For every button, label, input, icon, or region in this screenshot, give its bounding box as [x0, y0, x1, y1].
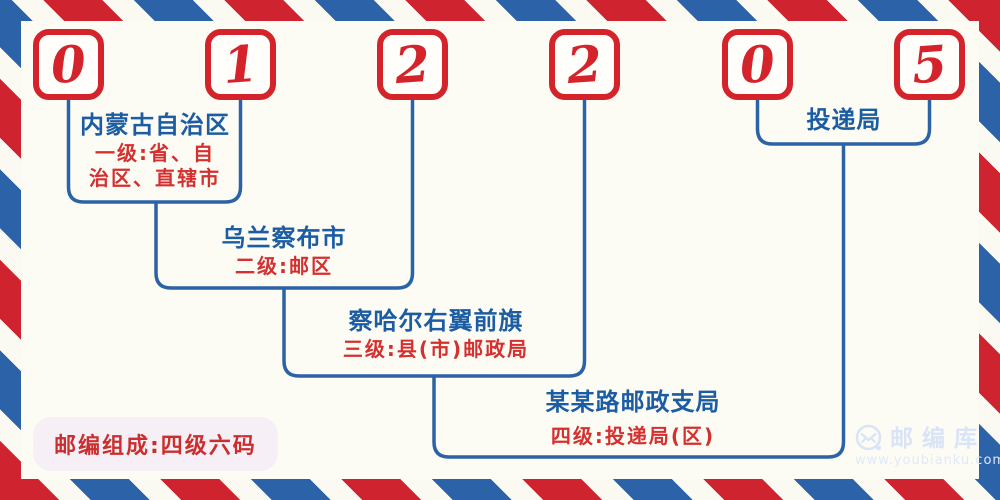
postcode-digit: 2	[393, 33, 432, 95]
postcode-digit-box-6: 5	[894, 29, 965, 100]
postcode-digit-box-4: 2	[549, 29, 620, 100]
postcode-digit-box-3: 2	[377, 29, 448, 100]
envelope-circle-icon	[855, 424, 882, 451]
postcode-digit-box-5: 0	[722, 29, 793, 100]
watermark-brand: 邮编库	[890, 425, 986, 452]
site-watermark: 邮编库 www.youbianku.com	[855, 424, 1000, 468]
postcode-composition-badge: 邮编组成:四级六码	[33, 417, 278, 471]
postcode-digit: 5	[910, 33, 949, 95]
composition-note: 邮编组成:四级六码	[54, 434, 257, 459]
postcode-digit-box-2: 1	[205, 29, 276, 100]
canvas-background	[21, 21, 979, 479]
branch-office-name: 某某路邮政支局	[545, 388, 721, 416]
postcode-digit-box-1: 0	[33, 29, 104, 100]
postcode-digit: 1	[221, 33, 260, 95]
annotation-level1: 内蒙古自治区 一级:省、自 治区、直辖市	[80, 112, 230, 191]
annotation-level3: 察哈尔右翼前旗 三级:县(市)邮政局	[343, 308, 529, 362]
level3-description: 三级:县(市)邮政局	[342, 337, 530, 361]
level1-description-line2: 治区、直辖市	[89, 166, 221, 190]
postcode-digit: 0	[738, 33, 777, 95]
annotation-level2: 乌兰察布市 二级:邮区	[222, 225, 347, 279]
annotation-level4: 某某路邮政支局 四级:投递局(区)	[546, 389, 721, 449]
annotation-delivery-office: 投递局	[807, 107, 882, 133]
level1-description-line1: 一级:省、自	[95, 141, 215, 165]
city-name: 乌兰察布市	[221, 224, 347, 252]
postcode-digit: 2	[565, 33, 604, 95]
level4-description: 四级:投递局(区)	[550, 424, 716, 448]
level2-description: 二级:邮区	[235, 254, 333, 278]
watermark-url: www.youbianku.com	[855, 453, 1000, 468]
province-name: 内蒙古自治区	[80, 111, 230, 139]
postcode-digit: 0	[49, 33, 88, 95]
delivery-office-label: 投递局	[806, 106, 882, 134]
county-name: 察哈尔右翼前旗	[348, 307, 524, 335]
